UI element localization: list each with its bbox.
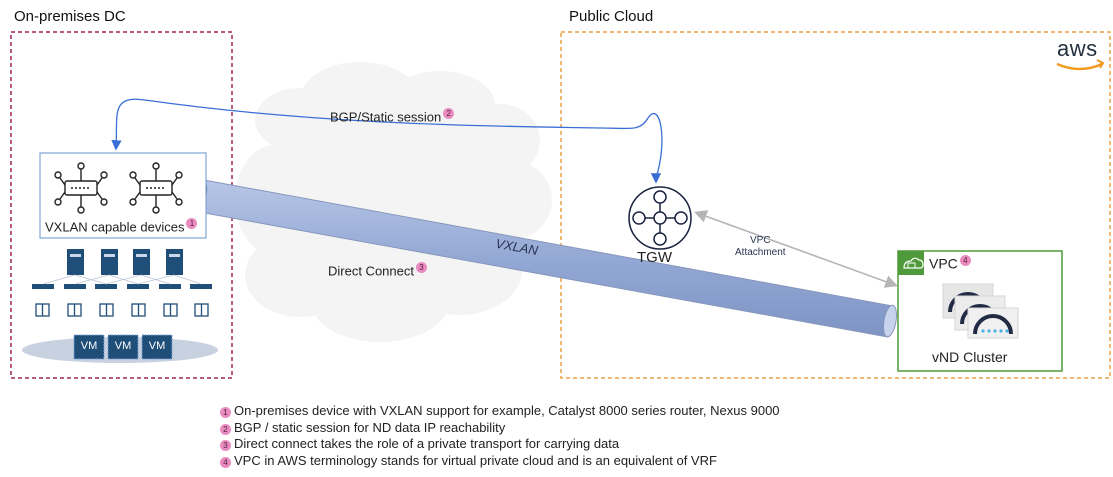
footnote-text: On-premises device with VXLAN support fo…	[234, 403, 780, 418]
switch-icon	[32, 284, 212, 289]
server-icon	[67, 249, 183, 275]
footnote-badge: 2	[220, 423, 231, 435]
footnote-badge: 1	[220, 407, 231, 418]
host-icon	[35, 303, 209, 317]
vpc-attachment-label: VPC Attachment	[735, 235, 786, 259]
bgp-session-arrow	[111, 98, 663, 179]
vnd-cluster-label: vND Cluster	[932, 349, 1008, 365]
badge-4: 4	[959, 255, 971, 266]
vm-label: VM	[80, 340, 98, 352]
vm-box	[73, 334, 105, 360]
footnote-text: BGP / static session for ND data IP reac…	[234, 419, 506, 435]
footnote-badge: 4	[220, 456, 231, 468]
cloud-title: Public Cloud	[569, 8, 654, 25]
vxlan-devices-text: VXLAN capable devices	[45, 219, 185, 235]
vpc-attachment-line2: Attachment	[735, 247, 786, 258]
footnote-text: Direct connect takes the role of a priva…	[234, 436, 620, 451]
footnote-badge: 3	[220, 440, 231, 451]
vpc-attachment-line1: VPC	[750, 235, 771, 246]
onprem-title: On-premises DC	[14, 8, 126, 25]
aws-logo: aws	[1057, 36, 1098, 61]
badge-1: 1	[186, 218, 198, 229]
aws-smile	[1056, 62, 1103, 71]
tgw-label: TGW	[637, 249, 672, 266]
router-icon	[54, 162, 108, 214]
vm-label: VM	[114, 340, 132, 352]
vm-box	[107, 334, 139, 360]
switch-links	[42, 274, 202, 285]
vnd-cluster-icon	[942, 283, 1019, 339]
vm-box	[141, 334, 173, 360]
vpc-attachment-arrow	[693, 210, 899, 288]
vxlan-tunnel-label: VXLAN	[495, 236, 540, 258]
bgp-session-text: BGP/Static session	[330, 109, 442, 125]
badge-3: 3	[415, 262, 427, 273]
vpc-text: VPC	[929, 255, 958, 272]
tgw-icon	[628, 186, 692, 250]
direct-connect-text: Direct Connect	[328, 263, 414, 279]
badge-2: 2	[443, 108, 455, 119]
vm-label: VM	[148, 340, 166, 352]
router-icon	[129, 162, 183, 214]
footnote-text: VPC in AWS terminology stands for virtua…	[234, 452, 717, 468]
cloud-region	[560, 31, 1111, 379]
